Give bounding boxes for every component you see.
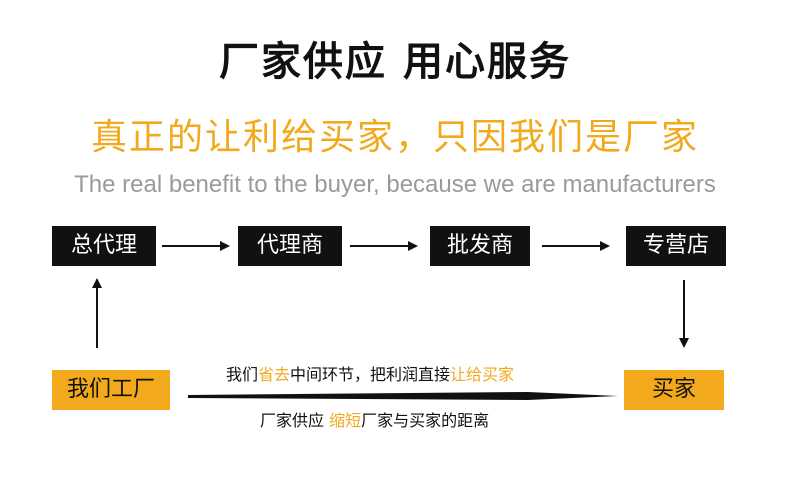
general-agent-box: 总代理 — [52, 226, 156, 266]
arrow-agent-to-wholesaler — [350, 241, 418, 251]
arrow-general-to-agent — [162, 241, 230, 251]
note-bottom-part3: 厂家与买家的距离 — [361, 411, 490, 430]
note-bottom-part1: 厂家供应 — [260, 411, 330, 430]
note-top-part1: 我们 — [226, 365, 259, 384]
note-top-highlight1: 省去 — [258, 365, 291, 384]
main-title: 厂家供应 用心服务 — [219, 39, 571, 85]
factory-box: 我们工厂 — [52, 370, 170, 410]
arrow-factory-to-general — [92, 278, 102, 348]
note-bottom: 厂家供应 缩短厂家与买家的距离 — [260, 410, 489, 432]
arrow-factory-to-buyer — [188, 392, 618, 400]
note-top: 我们省去中间环节，把利润直接让给买家 — [226, 364, 514, 386]
arrow-store-to-buyer — [679, 280, 689, 348]
note-top-highlight2: 让给买家 — [450, 365, 515, 384]
english-tagline: The real benefit to the buyer, because w… — [74, 171, 716, 198]
note-bottom-highlight: 缩短 — [329, 411, 362, 430]
agent-box: 代理商 — [238, 226, 342, 266]
buyer-box: 买家 — [624, 370, 724, 410]
wholesaler-box: 批发商 — [430, 226, 530, 266]
subtitle: 真正的让利给买家，只因我们是厂家 — [90, 117, 699, 158]
arrow-wholesaler-to-store — [542, 241, 610, 251]
store-box: 专营店 — [626, 226, 726, 266]
note-top-part3: 中间环节，把利润直接 — [290, 365, 451, 384]
